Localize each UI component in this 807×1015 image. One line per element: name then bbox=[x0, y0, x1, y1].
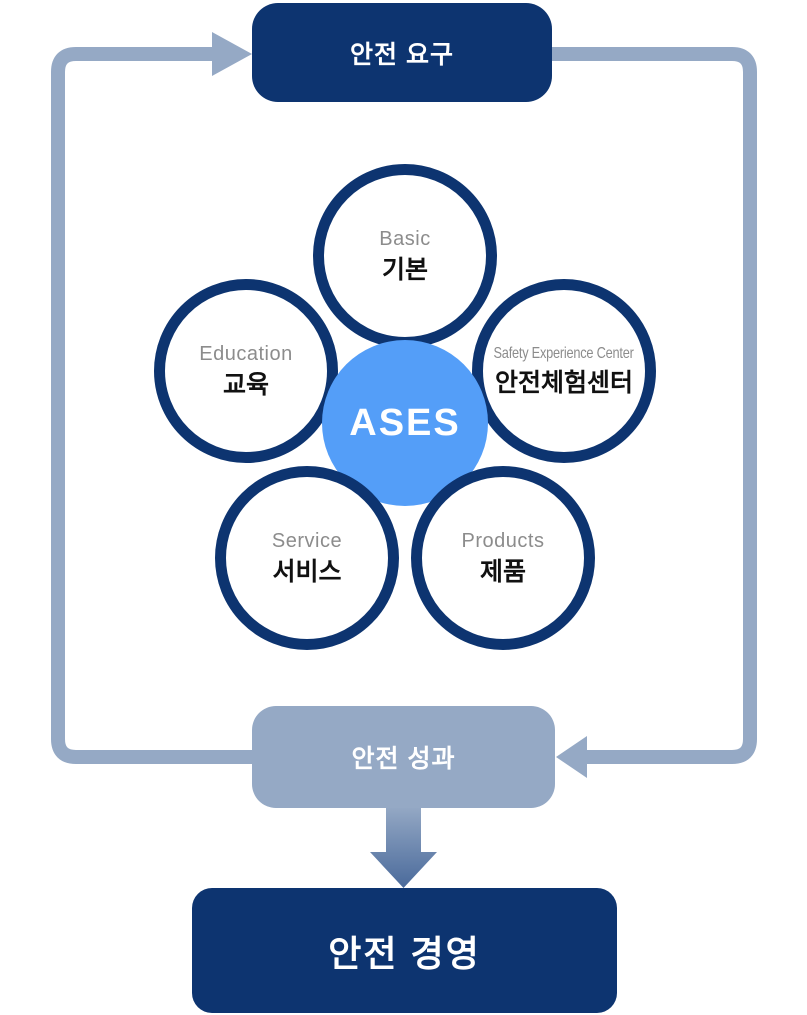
circle-service: Service 서비스 bbox=[215, 466, 399, 650]
circle-service-ko-label: 서비스 bbox=[272, 557, 342, 586]
circle-safety-experience-center: Safety Experience Center 안전체험센터 bbox=[472, 279, 656, 463]
circle-education: Education 교육 bbox=[154, 279, 338, 463]
down-arrow-to-management-icon bbox=[370, 806, 437, 888]
safety-demand-label: 안전 요구 bbox=[350, 40, 454, 69]
ases-label: ASES bbox=[349, 401, 461, 444]
circle-basic: Basic 기본 bbox=[313, 164, 497, 348]
circle-education-ko-label: 교육 bbox=[222, 370, 269, 399]
center-ases-circle: ASES bbox=[322, 340, 488, 506]
circle-products-ko-label: 제품 bbox=[479, 557, 526, 586]
arrowhead-into-top-box-icon bbox=[212, 32, 252, 76]
safety-performance-box: 안전 성과 bbox=[252, 706, 555, 808]
circle-products: Products 제품 bbox=[411, 466, 595, 650]
circle-basic-ko-label: 기본 bbox=[381, 255, 428, 284]
safety-management-label: 안전 경영 bbox=[328, 932, 481, 974]
circle-basic-en-label: Basic bbox=[379, 227, 431, 250]
circle-sec-en-label: Safety Experience Center bbox=[493, 344, 635, 362]
circle-education-en-label: Education bbox=[199, 342, 293, 365]
safety-demand-box: 안전 요구 bbox=[252, 3, 552, 102]
circle-sec-ko-label: 안전체험센터 bbox=[494, 368, 633, 397]
arrowhead-into-performance-box-icon bbox=[556, 736, 587, 778]
circle-products-en-label: Products bbox=[461, 529, 545, 552]
safety-management-box: 안전 경영 bbox=[192, 888, 617, 1013]
circle-service-en-label: Service bbox=[271, 529, 343, 552]
flow-right-line bbox=[552, 47, 757, 764]
feedback-loop-left-line bbox=[51, 47, 252, 764]
safety-performance-label: 안전 성과 bbox=[351, 745, 456, 773]
